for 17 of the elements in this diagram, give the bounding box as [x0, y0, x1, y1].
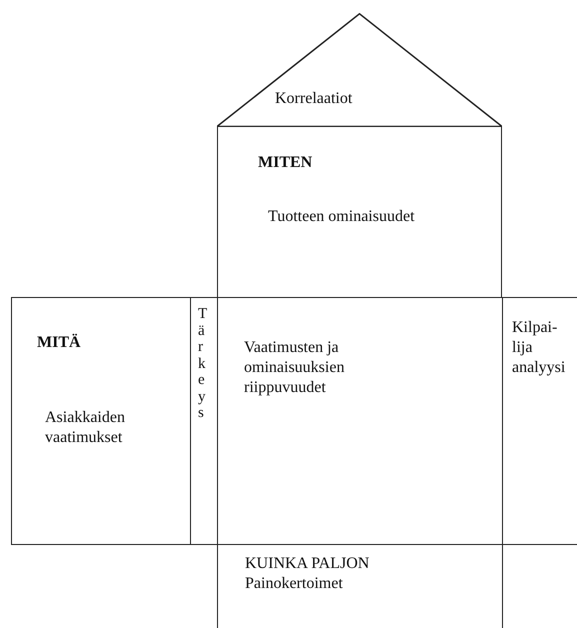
section-label: Vaatimusten ja ominaisuuksien riippuvuudet: [244, 338, 346, 398]
section-label: Asiakkaiden vaatimukset: [45, 408, 126, 448]
matrix-section: [217, 544, 503, 628]
section-heading: MITEN: [258, 153, 314, 173]
matrix-section: [190, 297, 218, 545]
matrix-section: [217, 297, 503, 545]
matrix-section: [11, 297, 191, 545]
matrix-section: [217, 126, 502, 298]
section-label: Painokertoimet: [245, 574, 344, 594]
section-label: Tuotteen ominaisuudet: [268, 207, 416, 227]
matrix-section: [502, 297, 577, 545]
section-label: KUINKA PALJON: [245, 554, 370, 574]
section-label: Kilpai- lija analyysi: [512, 318, 566, 378]
section-label: Korrelaatiot: [275, 89, 354, 109]
vertical-label: Tärkeys: [198, 306, 207, 422]
section-heading: MITÄ: [37, 333, 82, 353]
roof-triangle: [217, 13, 502, 127]
